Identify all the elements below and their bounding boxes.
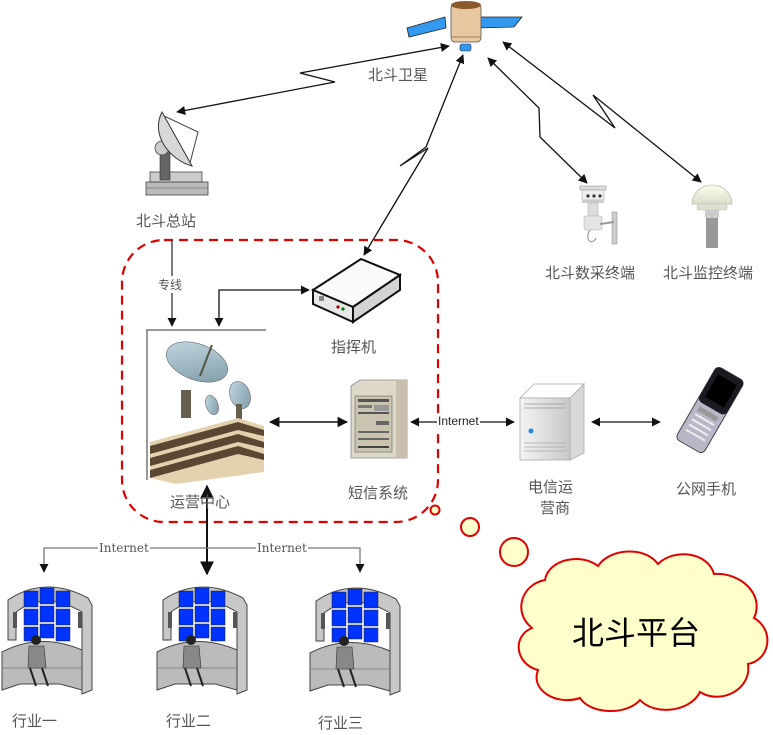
platform-boundary <box>120 238 440 524</box>
mobile-phone-icon <box>676 366 744 454</box>
control-room-icon <box>1 586 93 695</box>
tower-server-icon <box>519 383 585 461</box>
dedicated-line-label: 专线 <box>158 276 183 293</box>
control-room-icon <box>309 586 401 696</box>
industry-1-label: 行业一 <box>12 712 58 730</box>
internet-left-label: Internet <box>98 541 150 555</box>
satellite-icon <box>406 1 523 52</box>
thought-bubble-small <box>460 517 480 537</box>
link-satellite-data-terminal <box>487 57 588 184</box>
control-room-icon <box>156 585 248 695</box>
public-phone-label: 公网手机 <box>676 480 737 498</box>
cloud-title: 北斗平台 <box>572 614 701 652</box>
platform-cloud <box>517 550 769 713</box>
telecom-operator-label-line1: 电信运 <box>528 478 574 496</box>
internet-right-label: Internet <box>256 541 308 555</box>
industry-3-label: 行业三 <box>318 714 364 732</box>
link-operations-commander <box>214 285 310 327</box>
link-internet-industry-1 <box>39 547 207 573</box>
thought-bubble-medium <box>499 537 529 567</box>
operations-center-label: 运营中心 <box>170 493 231 511</box>
telecom-operator-label-line2: 营商 <box>540 499 571 517</box>
ground-station-dish-icon <box>145 110 209 196</box>
link-satellite-monitor-terminal <box>502 41 702 183</box>
command-device-icon <box>310 257 403 324</box>
weather-sensor-terminal-icon <box>579 185 618 245</box>
sms-system-label: 短信系统 <box>348 484 409 502</box>
gps-antenna-terminal-icon <box>691 184 733 248</box>
link-satellite-commander <box>363 54 465 256</box>
thought-bubble-tiny <box>429 504 441 516</box>
satellite-label: 北斗卫星 <box>368 66 429 84</box>
data-terminal-label: 北斗数采终端 <box>545 264 636 282</box>
server-rack-icon <box>350 379 408 459</box>
commander-label: 指挥机 <box>331 338 377 356</box>
industry-2-label: 行业二 <box>166 712 212 730</box>
monitor-terminal-label: 北斗监控终端 <box>663 264 754 282</box>
operations-center-building-icon <box>146 329 266 484</box>
master-station-label: 北斗总站 <box>136 212 197 230</box>
internet-sms-label: Internet <box>437 414 480 428</box>
